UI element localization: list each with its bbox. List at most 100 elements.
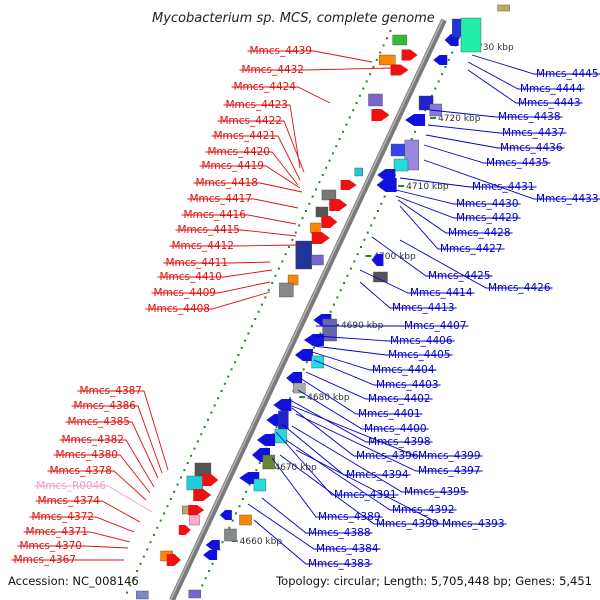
left-gene-label: Mmcs_4378 [49,465,112,477]
outer-dot [221,541,224,544]
gene-box [418,95,434,111]
kbp-tick-label: 4730 kbp [471,43,514,53]
inner-dot [156,526,159,529]
gene-box [311,254,324,266]
right-gene-label: Mmcs_4384 [316,543,379,555]
right-gene-label: Mmcs_4414 [410,287,473,299]
gene-box [429,103,442,117]
outer-dot [204,577,207,580]
right-leader-line [399,205,505,250]
inner-dot [233,361,236,364]
outer-dot [336,296,339,299]
inner-dot [325,166,328,169]
gene-arrow-reverse [433,55,448,65]
left-leader-line [23,531,131,543]
outer-dot [360,246,363,248]
left-gene-label: Mmcs_4386 [73,400,136,412]
inner-dot [125,591,128,594]
inner-dot [146,548,149,551]
gene-arrow-forward [188,505,205,515]
kbp-tick-label: 4710 kbp [406,182,449,192]
right-gene-label: Mmcs_4426 [488,282,551,294]
outer-dot [373,217,376,220]
right-gene-label: Mmcs_4392 [392,504,455,516]
right-leader-line [295,413,483,472]
right-leader-line [289,399,433,443]
inner-dot [342,130,345,133]
genome-backbone-highlight [169,19,444,600]
right-leader-line [397,199,513,234]
outer-dot [235,512,238,515]
inner-dot [142,555,145,558]
gene-box [279,282,294,298]
outer-dot [238,505,241,508]
inner-dot [244,339,247,342]
gene-arrow-reverse [273,399,292,411]
outer-dot [255,469,258,472]
gene-arrow-reverse [294,349,313,361]
left-gene-label: Mmcs_4420 [207,146,270,158]
inner-dot [372,66,375,68]
gene-box [224,528,237,542]
gene-arrow-reverse [376,178,397,192]
outer-dot [356,253,359,256]
inner-dot [139,562,142,565]
right-gene-label: Mmcs_4406 [390,335,453,347]
left-leader-line [71,405,163,474]
inner-dot [159,519,162,522]
right-leader-line [305,371,433,400]
right-leader-line [425,134,565,149]
left-leader-line [163,261,271,264]
gene-arrow-reverse [303,334,324,346]
gene-box [278,410,289,430]
left-gene-labels: Mmcs_4439Mmcs_4432Mmcs_4424Mmcs_4423Mmcs… [13,45,312,566]
outer-dot [353,260,356,263]
gene-box [460,17,482,53]
inner-dot [294,231,297,234]
gene-box [373,271,388,283]
right-gene-label: Mmcs_4436 [500,142,563,154]
outer-dot [275,426,278,428]
gene-box [295,240,312,270]
left-gene-label: Mmcs_4418 [195,177,258,189]
inner-dot [277,267,280,270]
inner-dot [379,51,382,54]
left-gene-label: Mmcs_4419 [201,160,264,172]
left-leader-line [187,198,299,209]
accession-text: Accession: NC_008146 [8,574,139,588]
gene-arrow-reverse [286,372,303,384]
right-leader-line [423,159,600,200]
right-gene-label: Mmcs_4390 [376,518,439,530]
right-gene-label: Mmcs_4430 [456,198,519,210]
inner-dot [179,476,182,479]
outer-dot [451,51,454,54]
right-leader-line [313,345,453,356]
inner-dot [365,80,368,83]
right-gene-label: Mmcs_4438 [498,111,561,123]
inner-dot [173,490,176,493]
inner-dot [375,58,378,61]
gene-features [125,4,510,600]
right-leader-line [313,359,441,386]
inner-dot [331,152,334,155]
left-leader-line [211,135,301,181]
inner-dot [196,440,199,443]
outer-dot [258,462,261,464]
right-gene-label: Mmcs_4427 [440,243,503,255]
right-leader-line [423,144,551,164]
right-gene-label: Mmcs_4397 [418,465,481,477]
right-leader-line [253,519,373,565]
left-leader-line [145,291,271,310]
right-gene-label: Mmcs_4388 [308,527,371,539]
inner-dot [288,246,291,248]
inner-dot [213,404,216,407]
right-leader-line [291,405,483,457]
inner-dot [129,584,132,587]
left-gene-label: Mmcs_4387 [79,385,142,397]
left-gene-label: Mmcs_4416 [183,209,246,221]
gene-box [315,206,329,218]
gene-box [310,222,321,234]
inner-dot [267,289,270,292]
left-leader-line [35,500,141,523]
gene-box [253,478,267,492]
